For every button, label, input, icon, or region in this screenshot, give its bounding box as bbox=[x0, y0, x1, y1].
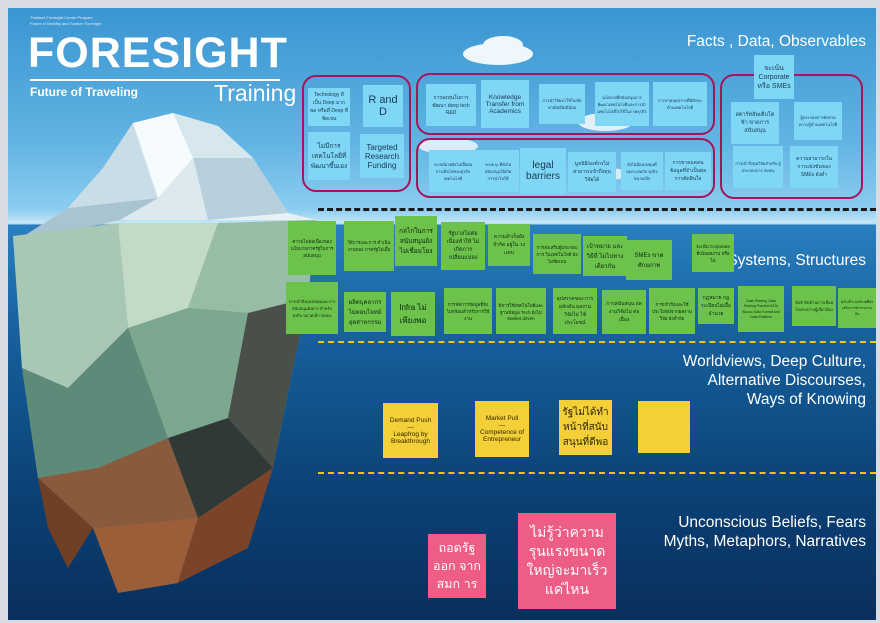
sticky-note-blue[interactable]: ผู้ประกอบการยังขาดความรู้ด้านเทคโนโลยี bbox=[794, 102, 842, 140]
sticky-note-yellow-empty[interactable] bbox=[638, 401, 690, 453]
layer-divider bbox=[318, 472, 876, 474]
sticky-note-yellow[interactable]: Demand Push — Leapfrog by Breakthrough bbox=[383, 403, 438, 458]
sticky-note-green[interactable]: การเข้าถึงและใช้ประโยชน์จากผลงานวิจัย ยั… bbox=[649, 288, 695, 334]
sticky-note-pink[interactable]: ไม่รู้ว่าความ รุนแรงขนาด ใหญ่จะมาเร็ว แค… bbox=[518, 513, 616, 609]
cloud bbox=[483, 36, 523, 54]
sticky-note-green[interactable]: อุปสรรคของ การผลักดัน ผลงานวิจัยไม่ ใช้ป… bbox=[553, 288, 597, 334]
sticky-note-blue[interactable]: การนำวิจัยมาใช้ในเชิงพาณิชย์ยังมีน้อย bbox=[539, 84, 585, 124]
group-box-technology bbox=[302, 75, 411, 192]
sticky-note-green[interactable]: วิธีการและการ ดำเนินงานของ ภาครัฐไม่เอื้… bbox=[344, 221, 394, 271]
sticky-note-blue[interactable]: Knowledge Transfer from Academics bbox=[481, 80, 529, 128]
header-small-line: Thailand Foresight Centre Program bbox=[30, 15, 93, 20]
layer-label-worldviews: Worldviews, Deep Culture, Alternative Di… bbox=[683, 352, 866, 409]
sticky-note-blue[interactable]: ระบบ ip ที่ยังไม่สนับสนุนให้เกิดการนำไปใ… bbox=[477, 150, 519, 192]
sticky-note-green[interactable]: รัฐบาลไม่ต่อเนื่องทำให้ ไม่เกิดการ เปลี่… bbox=[441, 222, 485, 270]
sticky-note-green[interactable]: SMEs ขาดศักยภาพ bbox=[626, 240, 672, 280]
layer-label-line: Worldviews, Deep Culture, bbox=[682, 353, 866, 370]
sticky-note-blue[interactable]: ความสามารถในการแข่งขันของ SMEs ยังต่ำ bbox=[790, 146, 838, 188]
sticky-note-green[interactable]: ความไม่ต่อเนื่องของนโยบายภาครัฐในการสนับ… bbox=[288, 221, 336, 275]
sticky-note-blue[interactable]: Technology ดีเป็น Deep มาก พอ หรือที่ De… bbox=[308, 88, 350, 126]
sticky-note-green[interactable]: Infra ไม่เพียงพอ bbox=[391, 292, 435, 336]
page-subtitle: Future of Traveling bbox=[30, 85, 139, 99]
sticky-note-green[interactable]: ผลิตบุคลากร ไม่ตอบโจทย์ อุตสาหกรรม bbox=[344, 292, 386, 332]
sticky-note-blue[interactable]: การขาดบุคลากรที่มีทักษะ ด้านเทคโนโลยี bbox=[653, 82, 707, 126]
sticky-note-yellow[interactable]: Market Pull — Competence of Entrepreneur bbox=[475, 401, 529, 457]
sticky-note-green[interactable]: กลไกในการ สนับสนุนยัง ไม่เชื่อมโยง bbox=[395, 216, 437, 266]
layer-label-beliefs: Unconscious Beliefs, Fears Myths, Metaph… bbox=[664, 513, 866, 551]
layer-label-line: Ways of Knowing bbox=[746, 391, 866, 408]
sticky-note-green[interactable]: การเข้าถึงแหล่งทุนและการสนับสนุนยังยาก ส… bbox=[286, 282, 338, 334]
training-label: Training bbox=[214, 80, 297, 106]
sticky-note-blue[interactable]: Targeted Research Funding bbox=[360, 134, 404, 178]
sticky-note-green[interactable]: จะเน้น Corporate ที่เน้นผลงาน หรือไม่ bbox=[692, 234, 734, 272]
sticky-note-blue[interactable]: สตาร์ทอัพเติบโตช้า ขาดการสนับสนุน bbox=[731, 102, 779, 144]
sticky-note-green[interactable]: การส่งเสริมผู้ประกอบการ ในเทคโนโลยี ยังไ… bbox=[533, 234, 581, 274]
layer-label-facts: Facts , Data, Observables bbox=[686, 33, 866, 50]
sticky-note-blue[interactable]: มูลนิธิ/องค์กรไม่สามารถเข้าถึงทุนวิจัยได… bbox=[568, 152, 616, 192]
title-underline bbox=[30, 79, 280, 81]
sticky-note-blue[interactable]: legal barriers bbox=[520, 148, 566, 194]
group-box-knowledge bbox=[416, 73, 715, 135]
layer-label-systems: Systems, Structures bbox=[727, 252, 866, 269]
sticky-note-green[interactable]: Data Sharing, Data Sharing Practice ยังไ… bbox=[738, 286, 784, 332]
iceberg-illustration bbox=[13, 113, 316, 593]
sticky-note-green[interactable]: ความสำเร็จยังจำกัด อยู่ใน วงแคบ bbox=[488, 224, 530, 266]
sticky-note-green[interactable]: การสนับสนุน ผลงานวิจัยไม่ ต่อเนื่อง bbox=[602, 290, 646, 334]
layer-label-line: Myths, Metaphors, Narratives bbox=[663, 533, 866, 550]
layer-divider bbox=[318, 341, 876, 343]
sticky-note-green[interactable]: ยังไม่มีระบบนิเวศที่ส่งเสริมการทำงานร่วม… bbox=[838, 288, 876, 328]
layer-label-line: Alternative Discourses, bbox=[707, 372, 866, 389]
sticky-note-blue[interactable]: การลงทุนในการพัฒนา deep tech R&D bbox=[426, 84, 476, 126]
group-box-barriers bbox=[416, 138, 715, 198]
sticky-note-green[interactable]: การจัดการข้อมูลที่ยังไม่พร้อมสำหรับการใช… bbox=[444, 288, 492, 334]
sticky-note-green[interactable]: เป้าหมาย และวิธีที่ ไม่ไปทางเดียวกัน bbox=[583, 236, 627, 276]
sticky-note-pink[interactable]: ถอดรัฐออก จากสมก าร bbox=[428, 534, 486, 598]
page-title: FORESIGHT bbox=[28, 29, 288, 77]
header-small-line: Future of Mobility and Tourism Foresight bbox=[30, 21, 102, 26]
sticky-note-yellow[interactable]: รัฐไม่ได้ทำ หน้าที่สนับ สนุนที่ดีพอ bbox=[559, 400, 612, 455]
sticky-note-green[interactable]: กฎหมาย กฎ ระเบียบไม่เอื้อ อำนวย bbox=[698, 288, 734, 324]
waterline-divider bbox=[318, 208, 876, 211]
sticky-note-blue[interactable]: ไม่มีการ เทคโนโลยีที่ พัฒนาขึ้นเอง bbox=[308, 132, 350, 180]
sticky-note-blue[interactable]: R and D bbox=[363, 85, 403, 127]
sticky-note-blue[interactable]: นโยบายที่สนับสนุนการพัฒนาเทคโนโลยีและการ… bbox=[595, 82, 649, 126]
sticky-note-blue[interactable]: การขาดแคลนข้อมูลที่จำเป็นต่อ การตัดสินใจ bbox=[665, 152, 711, 190]
foresight-iceberg-board: Thailand Foresight Centre Program Future… bbox=[8, 8, 876, 620]
sticky-note-green[interactable]: มีการใช้เทคโนโลยีและ ฐานข้อมูล Tech ยังไ… bbox=[496, 288, 546, 334]
layer-label-line: Unconscious Beliefs, Fears bbox=[678, 514, 866, 531]
sticky-note-blue[interactable]: ระบบนิเวศยังไม่เอื้อต่อการเติบโตของธุรกิ… bbox=[429, 150, 477, 192]
sticky-note-blue[interactable]: การเข้าถึงทุนวิจัยสำหรับ ผู้ประกอบการ SM… bbox=[733, 146, 783, 188]
sticky-note-blue[interactable]: ยังไม่มีแหล่งทุนที่เหมาะสมกับ ธุรกิจขนาด… bbox=[621, 152, 663, 190]
sticky-note-blue[interactable]: จะเน้น Corporate หรือ SMEs bbox=[754, 55, 794, 99]
sticky-note-green[interactable]: ข้อจำกัดด้านการเชื่อมโยงระหว่างผู้เกี่ยว… bbox=[792, 286, 836, 326]
